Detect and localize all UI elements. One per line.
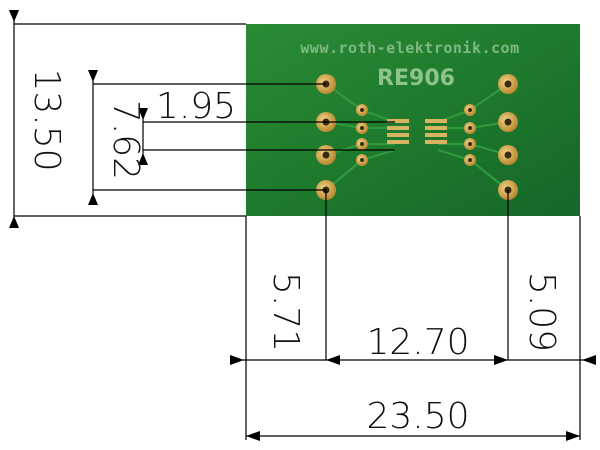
label-pad-col-span: 12.70 (366, 322, 469, 363)
label-left-offset: 5.71 (265, 272, 306, 352)
pcb-board: www.roth-elektronik.com RE906 (246, 24, 580, 216)
label-height-total: 13.50 (26, 68, 67, 171)
board-url-text: www.roth-elektronik.com (300, 39, 519, 57)
vias (356, 104, 476, 166)
label-pitch: 1.95 (156, 86, 236, 127)
label-width-total: 23.50 (366, 396, 469, 437)
label-pad-row-span: 7.62 (105, 100, 146, 180)
smd-pads (387, 119, 447, 144)
pads-right (498, 74, 518, 200)
board-part-text: RE906 (377, 66, 455, 91)
dimension-labels: 13.50 7.62 1.95 5.71 12.70 5.09 23.50 (26, 68, 562, 437)
label-right-offset: 5.09 (521, 272, 562, 352)
dimension-lines (9, 10, 596, 441)
